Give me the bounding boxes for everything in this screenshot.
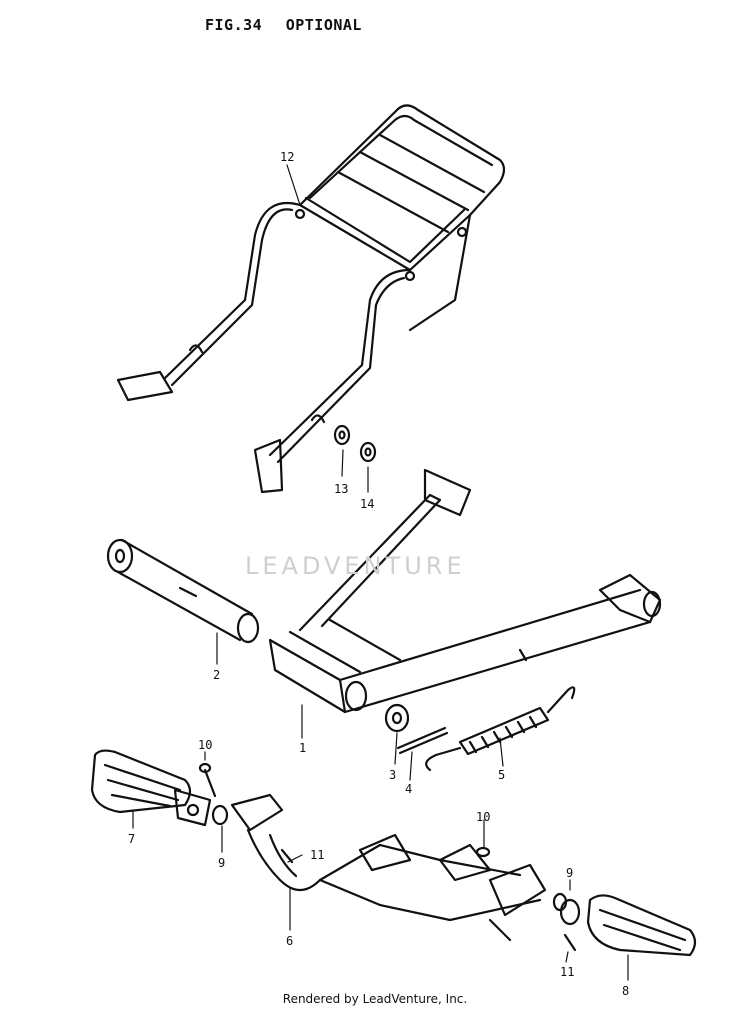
washer-13 <box>333 424 351 446</box>
figure-number: FIG.34 <box>205 16 263 34</box>
footrest-left <box>90 749 212 827</box>
callout-1: 1 <box>299 741 307 755</box>
callout-7: 7 <box>128 832 136 846</box>
callout-4: 4 <box>405 782 413 796</box>
callout-10-right: 10 <box>476 810 491 824</box>
callout-8: 8 <box>622 984 630 998</box>
callout-11-left: 11 <box>310 848 325 862</box>
callout-11-right: 11 <box>560 965 575 979</box>
washer-14 <box>359 441 377 463</box>
figure-subtitle: OPTIONAL <box>285 16 362 34</box>
washer-9-left <box>211 804 229 826</box>
cotter-pin-11-right <box>563 933 577 952</box>
rear-carrier-rack <box>116 104 506 494</box>
footrest-right <box>559 894 697 957</box>
watermark: LEADVENTURE <box>245 552 466 580</box>
leader-lines <box>132 164 629 981</box>
pin-4 <box>396 726 449 755</box>
footrest-bar <box>230 793 547 942</box>
callout-5: 5 <box>498 768 506 782</box>
center-stand <box>268 468 662 714</box>
cotter-pin-11-left <box>280 848 294 864</box>
bolt-10-right <box>475 846 492 872</box>
callout-6: 6 <box>286 934 294 948</box>
washer-9-right <box>552 892 568 912</box>
callout-3: 3 <box>389 768 397 782</box>
callout-2: 2 <box>213 668 221 682</box>
footer-credit: Rendered by LeadVenture, Inc. <box>282 992 468 1006</box>
callout-9-left: 9 <box>218 856 226 870</box>
callout-9-right: 9 <box>566 866 574 880</box>
figure-title: FIG.34 OPTIONAL <box>205 16 376 34</box>
bolt-10-left <box>198 762 217 798</box>
callout-10-left: 10 <box>198 738 213 752</box>
stand-spring <box>425 686 576 772</box>
washer-3 <box>384 703 410 733</box>
callout-13: 13 <box>334 482 349 496</box>
callout-14: 14 <box>360 497 375 511</box>
pivot-shaft <box>106 538 260 644</box>
callout-12: 12 <box>280 150 295 164</box>
